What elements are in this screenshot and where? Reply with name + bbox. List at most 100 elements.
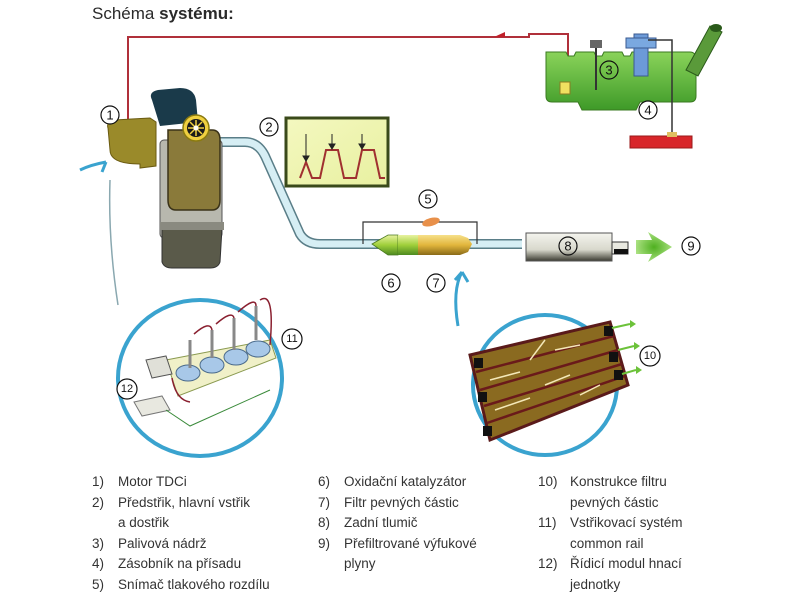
svg-text:6: 6	[387, 276, 394, 291]
legend-item: 5) Snímač tlakového rozdílu	[92, 575, 270, 596]
legend-item-continuation: a dostřik	[118, 515, 170, 530]
legend-label: Konstrukce filtru	[570, 474, 667, 489]
additive-reservoir	[629, 135, 693, 149]
fuel-tank	[545, 24, 723, 134]
legend-number: 12)	[538, 556, 558, 571]
catalyst-and-dpf	[371, 234, 472, 256]
intake-manifold	[107, 117, 157, 169]
callout-9: 9	[681, 236, 701, 256]
diagram-title: Schéma systému:	[92, 4, 234, 24]
dpf-structure-zoom	[453, 271, 642, 457]
legend-column-1: 1) Motor TDCi 2) Předstřik, hlavní vstřik a …	[92, 472, 270, 595]
callout-7: 7	[426, 273, 446, 293]
callout-8: 8	[558, 236, 578, 256]
svg-text:9: 9	[687, 239, 694, 254]
svg-text:8: 8	[564, 239, 571, 254]
svg-text:5: 5	[424, 192, 431, 207]
title-bold: systému:	[159, 4, 234, 23]
rear-muffler	[525, 232, 629, 262]
legend-item: 9) Přefiltrované výfukové	[318, 534, 477, 555]
legend-label: Předstřik, hlavní vstřik	[118, 494, 251, 510]
legend-column-3: 10) Konstrukce filtru pevných částic 11) Vst…	[538, 472, 683, 595]
legend-label: Motor TDCi	[118, 474, 187, 489]
legend-item: 2) Předstřik, hlavní vstřik	[92, 493, 270, 514]
legend-item: 1) Motor TDCi	[92, 472, 270, 493]
filler-neck	[685, 25, 723, 77]
legend-number: 9)	[318, 535, 331, 551]
callout-4: 4	[638, 100, 658, 120]
legend-item: 4) Zásobník na přísadu	[92, 554, 270, 575]
legend-label: Přefiltrované výfukové	[344, 535, 477, 551]
legend-number: 8)	[318, 515, 331, 530]
svg-text:3: 3	[605, 63, 612, 78]
particulate-filter	[418, 235, 460, 255]
legend-number: 6)	[318, 474, 331, 489]
high-pressure-pump	[145, 355, 173, 379]
legend-item: 6) Oxidační katalyzátor	[318, 472, 477, 493]
legend-label: Zadní tlumič	[344, 515, 418, 530]
zoom-pointer-arrow	[79, 160, 108, 173]
oxidation-catalyst	[398, 235, 418, 255]
legend-item-continuation: pevných částic	[570, 494, 659, 510]
additive-line	[648, 39, 673, 134]
dipstick-cap	[590, 40, 602, 48]
zoom-pointer-arrow-2	[453, 271, 470, 327]
legend-item: 12) Řídicí modul hnací	[538, 554, 683, 575]
legend-number: 5)	[92, 576, 105, 592]
legend-item: 10) Konstrukce filtru	[538, 472, 683, 493]
legend-label: Zásobník na přísadu	[118, 556, 242, 571]
legend-number: 10)	[538, 474, 558, 489]
callout-1: 1	[100, 105, 120, 125]
legend-item: 7) Filtr pevných částic	[318, 493, 477, 514]
svg-text:11: 11	[286, 333, 297, 345]
svg-text:7: 7	[432, 276, 439, 291]
callout-10: 10	[639, 345, 661, 367]
legend-label: Řídicí modul hnací	[570, 556, 682, 571]
common-rail-zoom	[79, 160, 284, 458]
control-module	[133, 395, 171, 417]
svg-text:4: 4	[644, 103, 651, 118]
pressure-sensor	[362, 217, 478, 244]
system-diagram: 1 2 3 4 5 6 7 8 9 10 11 12	[79, 24, 723, 458]
legend-item-continuation: jednotky	[570, 576, 621, 592]
legend-column-2: 6) Oxidační katalyzátor 7) Filtr pevných čá…	[318, 472, 477, 575]
legend-item: 8) Zadní tlumič	[318, 513, 477, 534]
svg-text:1: 1	[106, 108, 113, 123]
callout-12: 12	[116, 378, 138, 400]
legend-number: 4)	[92, 556, 105, 571]
legend-item-continuation: common rail	[570, 535, 644, 551]
reservoir-connector	[667, 132, 677, 137]
legend-number: 11)	[538, 515, 557, 530]
exhaust-pipe	[200, 138, 522, 248]
filtered-gas-arrow	[636, 232, 672, 262]
flow-direction-arrow	[494, 32, 505, 37]
legend-label: Vstřikovací systém	[570, 515, 683, 530]
oil-pan	[161, 227, 223, 269]
fuel-return-line	[127, 32, 569, 135]
engine-tdci	[107, 88, 224, 269]
injection-graph	[284, 116, 390, 188]
svg-text:2: 2	[265, 120, 272, 135]
engine-cover	[150, 88, 198, 126]
svg-text:10: 10	[644, 350, 656, 362]
legend-label: Snímač tlakového rozdílu	[118, 576, 270, 592]
cylinder-block	[167, 129, 221, 211]
legend-number: 3)	[92, 535, 105, 551]
legend-number: 7)	[318, 494, 331, 510]
callout-3: 3	[599, 60, 619, 80]
legend-item-continuation: plyny	[344, 556, 376, 571]
callout-2: 2	[259, 117, 279, 137]
callout-5: 5	[418, 189, 438, 209]
legend-item: 3) Palivová nádrž	[92, 534, 270, 555]
legend-item: 11) Vstřikovací systém	[538, 513, 683, 534]
legend-label: Oxidační katalyzátor	[344, 474, 467, 489]
callout-11: 11	[281, 328, 303, 350]
legend-label: Filtr pevných částic	[344, 494, 459, 510]
legend-label: Palivová nádrž	[118, 535, 207, 551]
legend-number: 2)	[92, 494, 105, 510]
title-normal: Schéma	[92, 4, 155, 23]
tank-sensor	[559, 81, 571, 95]
legend-number: 1)	[92, 474, 105, 489]
svg-text:12: 12	[121, 383, 133, 395]
callout-6: 6	[381, 273, 401, 293]
